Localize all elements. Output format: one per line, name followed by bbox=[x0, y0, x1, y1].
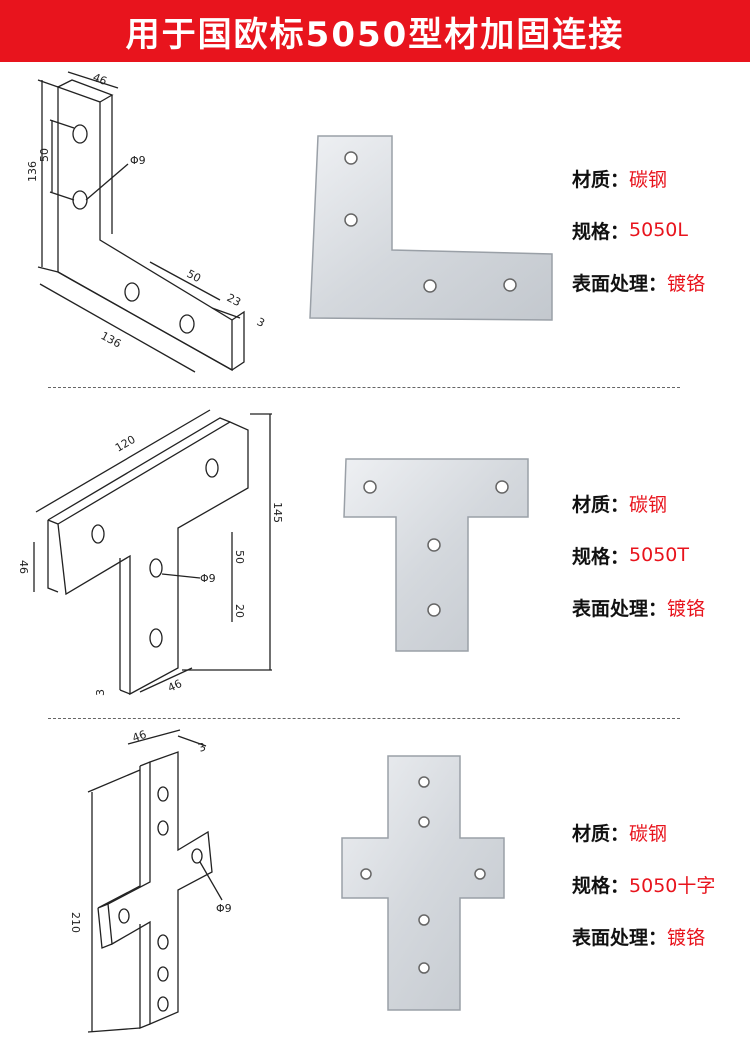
finish-value: 镀铬 bbox=[667, 926, 706, 949]
dim-width: 46 bbox=[91, 71, 109, 88]
spec-row-finish: 表面处理： 镀铬 bbox=[572, 910, 715, 962]
spec-label: 规格： bbox=[572, 545, 630, 568]
title-banner: 用于国欧标5050型材加固连接 bbox=[0, 0, 750, 62]
cross-plate-drawing: 46 3 210 Φ9 bbox=[69, 728, 232, 1033]
section-divider bbox=[48, 718, 680, 719]
dim-height: 210 bbox=[69, 912, 82, 933]
dim-thick: 3 bbox=[94, 689, 107, 696]
material-label: 材质： bbox=[572, 493, 630, 516]
dim-width: 46 bbox=[131, 728, 149, 745]
dim-edge: 20 bbox=[233, 604, 246, 618]
spec-row-spec: 规格： 5050L bbox=[572, 204, 705, 256]
t-plate-photo bbox=[343, 458, 529, 652]
section-divider bbox=[48, 387, 680, 388]
finish-value: 镀铬 bbox=[667, 272, 706, 295]
dim-hole-spacing: 50 bbox=[38, 148, 51, 162]
dim-hole-spacing: 50 bbox=[233, 550, 246, 564]
material-label: 材质： bbox=[572, 168, 630, 191]
finish-label: 表面处理： bbox=[572, 926, 668, 949]
dim-thick: 3 bbox=[255, 315, 267, 330]
l-plate-drawing: 46 136 50 Φ9 50 23 3 136 bbox=[26, 71, 267, 373]
dim-height: 136 bbox=[26, 161, 39, 182]
spec-row-material: 材质： 碳钢 bbox=[572, 152, 705, 204]
cross-plate-photo bbox=[341, 755, 505, 1011]
finish-value: 镀铬 bbox=[667, 597, 706, 620]
spec-row-spec: 规格： 5050T bbox=[572, 529, 705, 581]
dim-length: 120 bbox=[113, 433, 138, 455]
spec-value: 5050T bbox=[629, 544, 689, 566]
spec-label: 规格： bbox=[572, 220, 630, 243]
spec-label: 规格： bbox=[572, 874, 630, 897]
dim-width: 46 bbox=[17, 560, 30, 574]
spec-value: 5050十字 bbox=[629, 874, 716, 897]
dim-stem: 46 bbox=[166, 677, 184, 695]
dim-hole: Φ9 bbox=[130, 154, 146, 167]
finish-label: 表面处理： bbox=[572, 597, 668, 620]
dim-edge: 23 bbox=[225, 291, 243, 309]
dim-height: 145 bbox=[271, 502, 284, 523]
finish-label: 表面处理： bbox=[572, 272, 668, 295]
dim-hole: Φ9 bbox=[216, 902, 232, 915]
spec-row-material: 材质： 碳钢 bbox=[572, 477, 705, 529]
dim-thick: 3 bbox=[197, 740, 208, 755]
spec-row-finish: 表面处理： 镀铬 bbox=[572, 256, 705, 308]
cross-plate-specs: 材质： 碳钢 规格： 5050十字 表面处理： 镀铬 bbox=[572, 806, 715, 962]
l-plate-photo bbox=[309, 135, 553, 321]
banner-title: 用于国欧标5050型材加固连接 bbox=[125, 14, 625, 55]
dim-h-spacing: 50 bbox=[185, 267, 203, 285]
material-value: 碳钢 bbox=[629, 822, 668, 845]
t-plate-drawing: 120 145 46 50 Φ9 20 3 46 bbox=[17, 409, 284, 696]
l-plate-specs: 材质： 碳钢 规格： 5050L 表面处理： 镀铬 bbox=[572, 152, 705, 308]
spec-row-spec: 规格： 5050十字 bbox=[572, 858, 715, 910]
spec-row-finish: 表面处理： 镀铬 bbox=[572, 581, 705, 633]
material-value: 碳钢 bbox=[629, 493, 668, 516]
dim-length: 136 bbox=[99, 329, 124, 350]
spec-value: 5050L bbox=[629, 219, 688, 241]
dim-hole: Φ9 bbox=[200, 572, 216, 585]
t-plate-specs: 材质： 碳钢 规格： 5050T 表面处理： 镀铬 bbox=[572, 477, 705, 633]
material-value: 碳钢 bbox=[629, 168, 668, 191]
spec-row-material: 材质： 碳钢 bbox=[572, 806, 715, 858]
material-label: 材质： bbox=[572, 822, 630, 845]
